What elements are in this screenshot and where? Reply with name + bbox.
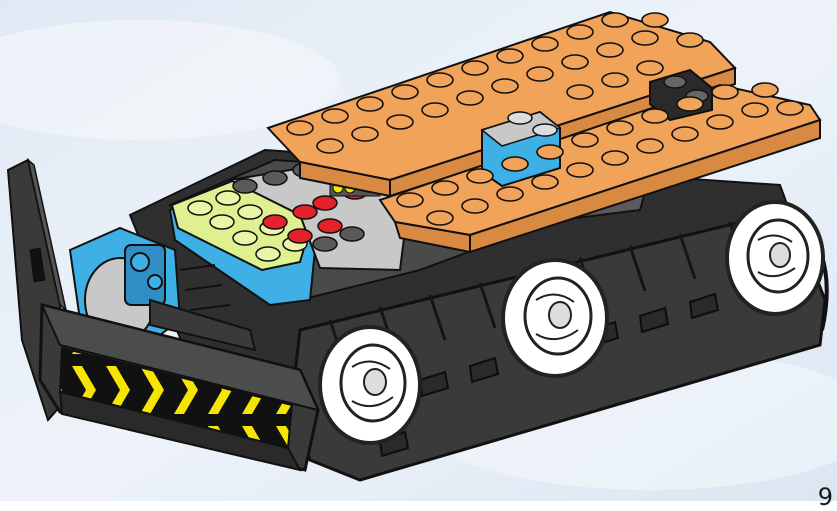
page-number: 9: [817, 483, 833, 511]
wheel-front: [318, 325, 422, 445]
wheel-middle: [501, 258, 609, 378]
orange-top-plate: [266, 10, 822, 254]
stud-plate-icon: [286, 12, 704, 154]
wheel-icon: [757, 234, 796, 278]
wheel-rear: [725, 200, 825, 316]
plow-blade: [6, 158, 320, 472]
